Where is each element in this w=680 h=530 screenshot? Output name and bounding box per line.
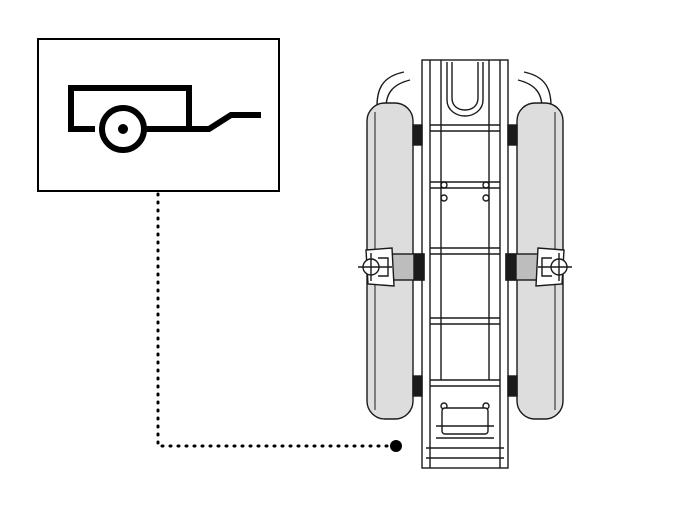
right-wheel-clamp [505, 247, 572, 287]
trailer-hub [118, 124, 128, 134]
rear-bumper [441, 407, 489, 435]
leader-end-dot [390, 440, 402, 452]
center-frame-outer [421, 59, 509, 469]
front-cover [446, 62, 484, 117]
left-wheel-clamp [358, 247, 425, 287]
trailer-drawbar [186, 112, 261, 132]
crossbar-2 [430, 181, 500, 189]
trailer-icon [68, 85, 261, 153]
leader-line [156, 192, 396, 448]
bike-rack-top-view-icon [358, 59, 572, 469]
crossbar-3 [430, 247, 500, 255]
crossbar-4 [430, 317, 500, 325]
crossbar-5 [430, 379, 500, 387]
trailer-symbol-box [37, 38, 280, 192]
crossbar-1 [430, 124, 500, 132]
